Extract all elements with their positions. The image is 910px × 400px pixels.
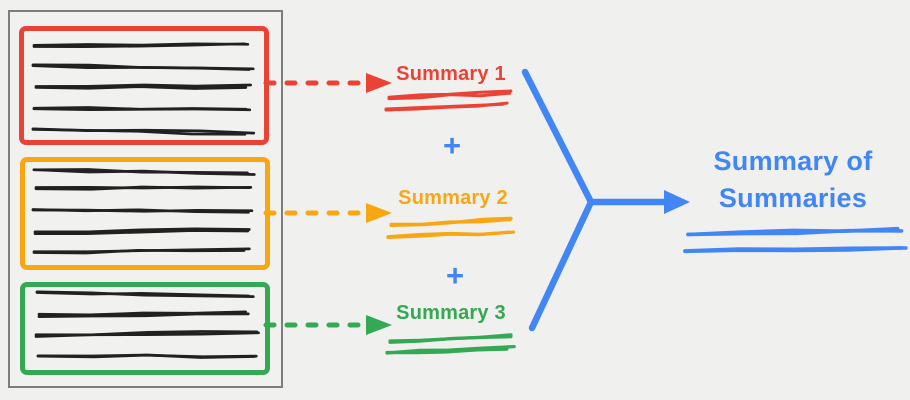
red-summary-scribble	[384, 102, 505, 111]
green-summary-scribble	[388, 335, 513, 344]
orange-summary-scribble	[389, 216, 513, 227]
summary-of-summaries-label: Summary of Summaries	[684, 143, 902, 217]
result-label-line2: Summaries	[718, 183, 868, 213]
orange-summary-scribble	[386, 230, 511, 239]
merge-branches	[521, 68, 595, 332]
orange-summary-scribble	[389, 218, 512, 226]
plus-operator-2: +	[445, 258, 465, 293]
green-summary-scribble	[385, 347, 509, 355]
document-chunk-1-box	[19, 26, 269, 145]
summary-2-label: Summary 2	[398, 187, 508, 209]
document-chunk-3-box	[20, 282, 270, 375]
result-label-line1: Summary of	[713, 146, 873, 176]
green-summary-scribble	[388, 333, 513, 343]
green-summary-scribble	[385, 345, 516, 355]
summary-1-label: Summary 1	[396, 63, 506, 85]
plus-operator-1: +	[442, 128, 462, 163]
orange-summary-scribble	[386, 230, 516, 239]
blue-summary-scribble	[686, 226, 900, 237]
blue-summary-scribble	[683, 246, 908, 253]
blue-summary-scribble	[686, 228, 904, 237]
red-summary-scribble	[384, 101, 509, 112]
document-chunk-2-box	[20, 157, 270, 270]
red-summary-scribble	[387, 89, 513, 99]
source-document	[8, 10, 283, 388]
blue-summary-scribble	[683, 246, 903, 254]
summary-3-label: Summary 3	[396, 302, 506, 324]
red-summary-scribble	[387, 91, 512, 101]
